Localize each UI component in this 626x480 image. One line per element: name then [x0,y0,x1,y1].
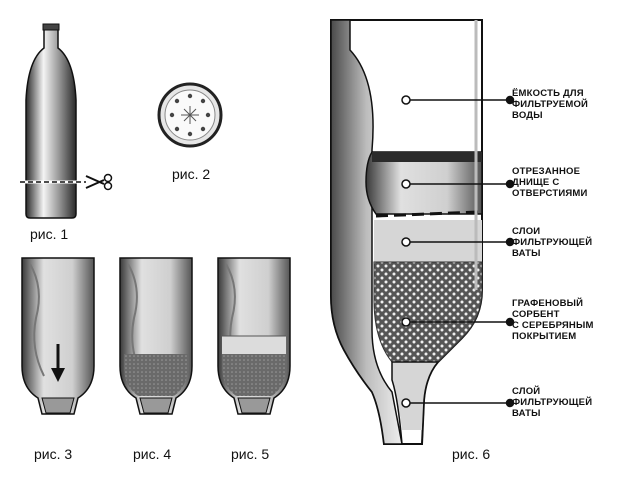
label-cotton-layers: СЛОИ ФИЛЬТРУЮЩЕЙ ВАТЫ [512,226,593,259]
leader-graphene-sorbent [401,317,515,327]
fig1-bottle [20,23,86,219]
fig4-funnel-with-sorbent [119,257,193,415]
fig5-caption: рис. 5 [231,446,270,462]
leader-lines [401,95,515,408]
arrow-down-icon [51,344,65,382]
fig3-caption: рис. 3 [34,446,73,462]
scissors-icon [85,173,113,191]
leader-cotton-layers [401,237,515,247]
leader-cut-bottom [401,179,515,189]
fig6-filter-assembly [330,19,483,445]
label-cotton-layer: СЛОЙ ФИЛЬТРУЮЩЕЙ ВАТЫ [512,386,593,419]
fig1-caption: рис. 1 [30,226,69,242]
leader-cotton-layer [401,398,515,408]
fig5-funnel-with-cotton [217,257,291,415]
fig3-funnel [21,257,95,415]
fig4-caption: рис. 4 [133,446,172,462]
fig2-perforated-bottom [157,82,223,148]
fig6-caption: рис. 6 [452,446,491,462]
leader-container [401,95,515,105]
label-container: ЁМКОСТЬ ДЛЯ ФИЛЬТРУЕМОЙ ВОДЫ [512,88,589,121]
fig2-caption: рис. 2 [172,166,211,182]
label-graphene-sorbent: ГРАФЕНОВЫЙ СОРБЕНТ С СЕРЕБРЯНЫМ ПОКРЫТИЕ… [512,298,594,342]
label-cut-bottom: ОТРЕЗАННОЕ ДНИЩЕ С ОТВЕРСТИЯМИ [512,166,588,199]
